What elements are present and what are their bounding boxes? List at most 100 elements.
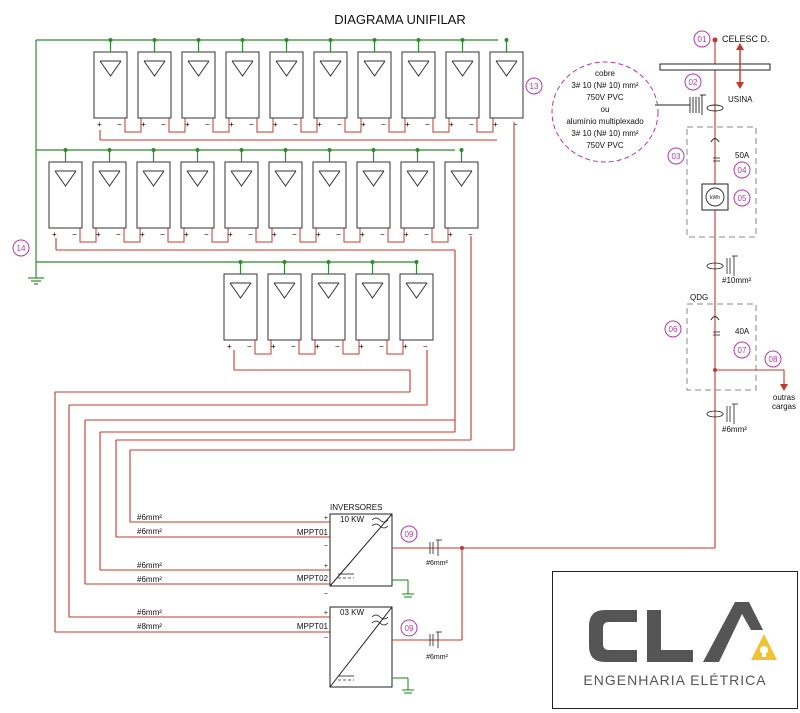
pv-module: +− — [355, 260, 404, 355]
pv-module: +− — [400, 148, 449, 243]
cable-note-line-7: 750V PVC — [586, 141, 624, 150]
pv-minus-terminal: − — [513, 120, 518, 129]
pv-minus-terminal: − — [379, 342, 384, 351]
pv-minus-terminal: − — [117, 120, 122, 129]
pv-plus-terminal: + — [141, 120, 146, 129]
pv-plus-terminal: + — [405, 120, 410, 129]
svg-text:02: 02 — [689, 78, 698, 87]
pv-module: +− — [313, 38, 362, 133]
pv-plus-terminal: + — [317, 120, 322, 129]
svg-text:01: 01 — [698, 35, 707, 44]
cable-note-line-1: cobre — [595, 69, 616, 78]
pv-minus-terminal: − — [204, 230, 209, 239]
wire-label-5: #6mm² — [137, 608, 162, 617]
pv-minus-terminal: − — [72, 230, 77, 239]
qdg-panel: QDG 40A — [686, 293, 757, 391]
inv1-mppt02-label: MPPT02 — [297, 574, 329, 583]
dc-string-wiring — [54, 122, 515, 633]
pv-minus-terminal: − — [336, 230, 341, 239]
cable-symbol-10mm — [706, 255, 738, 276]
svg-text:08: 08 — [769, 355, 778, 364]
meter-label: kWh — [710, 195, 720, 201]
pv-module: +− — [357, 38, 406, 133]
pv-plus-terminal: + — [229, 120, 234, 129]
other-loads-line-2: cargas — [772, 402, 796, 411]
svg-text:03: 03 — [672, 152, 681, 161]
cable-note-line-4: ou — [601, 105, 610, 114]
inverter-2: 03 KW + − MPPT01 — [297, 606, 393, 688]
other-loads-line-1: outras — [773, 393, 795, 402]
pv-module: +− — [269, 38, 318, 133]
pv-module: +− — [268, 148, 317, 243]
cable-spec-note: cobre 3# 10 (N# 10) mm² 750V PVC ou alum… — [551, 61, 659, 163]
pv-minus-terminal: − — [248, 230, 253, 239]
pv-module: +− — [267, 260, 316, 355]
pv-minus-terminal: − — [425, 120, 430, 129]
cla-logo-mark — [589, 602, 777, 662]
pv-minus-terminal: − — [423, 342, 428, 351]
pv-minus-terminal: − — [337, 120, 342, 129]
svg-text:09: 09 — [405, 530, 414, 539]
inv1-plus-2: + — [324, 563, 328, 570]
pv-module: +− — [225, 38, 274, 133]
pv-plus-terminal: + — [403, 342, 408, 351]
pv-module: +− — [312, 148, 361, 243]
pv-module: +− — [223, 260, 272, 355]
pv-plus-terminal: + — [315, 342, 320, 351]
pv-module: +− — [93, 38, 142, 133]
other-loads-branch — [715, 369, 785, 384]
pv-minus-terminal: − — [335, 342, 340, 351]
pv-plus-terminal: + — [140, 230, 145, 239]
svg-text:04: 04 — [738, 166, 747, 175]
inverter-2-power: 03 KW — [340, 608, 364, 617]
pv-array-row-1: +−+−+−+−+−+−+−+−+−+− — [93, 38, 524, 133]
pv-plus-terminal: + — [271, 342, 276, 351]
pv-array-row-2: +−+−+−+−+−+−+−+−+−+− — [48, 148, 479, 243]
callout-07: 07 — [733, 341, 751, 359]
cable-symbol-inv2 — [429, 631, 442, 648]
inv1-minus-1: − — [324, 543, 328, 550]
utility-bus: CELESC D. USINA — [659, 34, 771, 104]
svg-text:05: 05 — [738, 194, 747, 203]
inv1-plus-1: + — [324, 515, 328, 522]
pv-module: +− — [137, 38, 186, 133]
pv-minus-terminal: − — [469, 120, 474, 129]
logo-subtitle: ENGENHARIA ELÉTRICA — [583, 672, 767, 688]
qdg-label: QDG — [690, 293, 708, 302]
wire-label-2: #6mm² — [137, 527, 162, 536]
inverter-1: INVERSORES 10 KW + − + − MPPT01 MPPT02 — [297, 503, 393, 598]
pv-minus-terminal: − — [293, 120, 298, 129]
inv2-minus: − — [324, 635, 328, 642]
drop-cable-symbol — [655, 94, 724, 115]
company-logo: ENGENHARIA ELÉTRICA — [552, 571, 798, 709]
pv-minus-terminal: − — [116, 230, 121, 239]
wire-label-3: #6mm² — [137, 561, 162, 570]
inv2-mppt01-label: MPPT01 — [297, 622, 329, 631]
pv-plus-terminal: + — [97, 120, 102, 129]
pv-minus-terminal: − — [424, 230, 429, 239]
callout-13: 13 — [525, 77, 543, 95]
pv-module: +− — [136, 148, 185, 243]
pv-plus-terminal: + — [273, 120, 278, 129]
wire-label-6: #8mm² — [137, 622, 162, 631]
pv-plus-terminal: + — [449, 120, 454, 129]
pv-plus-terminal: + — [52, 230, 57, 239]
wire-label-4: #6mm² — [137, 575, 162, 584]
callout-01: 01 — [693, 30, 711, 48]
pv-plus-terminal: + — [493, 120, 498, 129]
pv-plus-terminal: + — [228, 230, 233, 239]
pv-plus-terminal: + — [272, 230, 277, 239]
pv-module: +− — [180, 148, 229, 243]
pv-minus-terminal: − — [381, 120, 386, 129]
inv1-minus-2: − — [324, 591, 328, 598]
pv-array-row-3: +−+−+−+−+− — [223, 260, 434, 355]
callouts: 01 02 03 04 05 06 07 08 09 09 13 14 — [12, 30, 782, 637]
cable-label-inv2: #6mm² — [426, 654, 448, 661]
cable-note-line-5: alumínio multiplexado — [566, 117, 644, 126]
callout-09-inv2: 09 — [400, 619, 418, 637]
callout-02: 02 — [684, 73, 702, 91]
callout-08: 08 — [764, 350, 782, 368]
pv-minus-terminal: − — [292, 230, 297, 239]
pv-plus-terminal: + — [185, 120, 190, 129]
